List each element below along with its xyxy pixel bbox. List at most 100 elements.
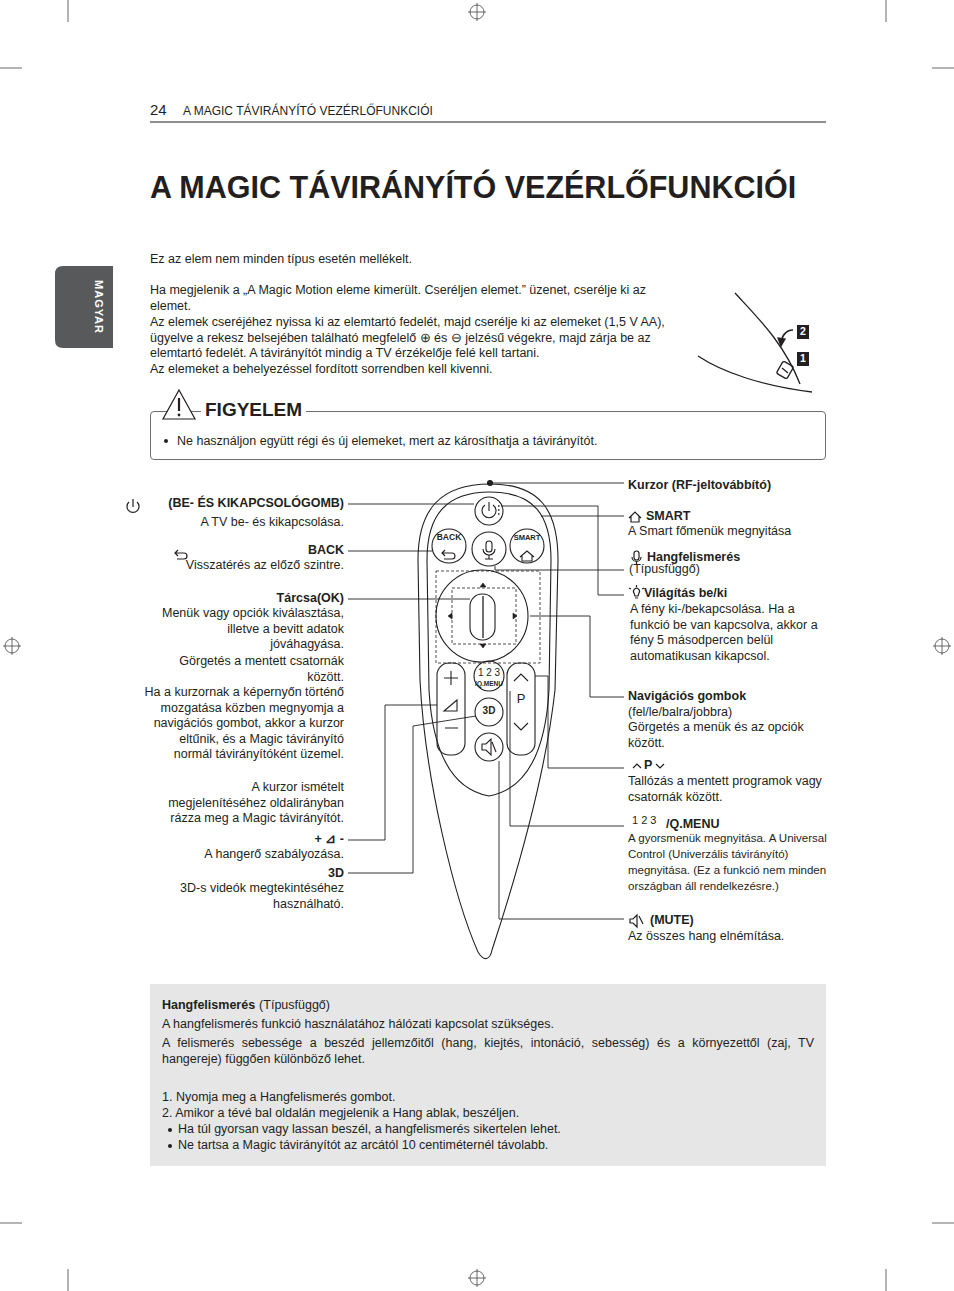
leader-lines	[348, 551, 432, 552]
callout-number: 1	[800, 352, 806, 365]
running-header: A MAGIC TÁVIRÁNYÍTÓ VEZÉRLŐFUNKCIÓI	[183, 104, 433, 119]
button-description: 3D-s videók megtekintéséhez használható.	[144, 881, 344, 912]
intro-text: Az elemek cseréjéhez nyissa ki az elemta…	[150, 315, 685, 362]
callout-icons	[634, 551, 639, 560]
callout-icons	[127, 499, 664, 927]
remote-buttons	[470, 594, 495, 640]
header-rule	[150, 122, 826, 123]
remote-buttons	[432, 481, 544, 762]
remote-buttons	[482, 502, 496, 518]
battery-illustration	[797, 352, 809, 366]
battery-illustration	[698, 356, 812, 392]
warning-text: Ne használjon együtt régi és új elemeket…	[177, 434, 817, 450]
button-name: 1 2 3	[632, 814, 656, 828]
button-print: SMART	[514, 533, 541, 542]
leader-lines	[348, 716, 476, 873]
button-name: SMART	[646, 509, 690, 525]
button-description: (Típusfüggő)	[629, 562, 700, 578]
button-description: Görgetés a mentett csatornák között.	[154, 654, 344, 685]
button-description: A hangerő szabályozása.	[144, 847, 344, 863]
language-tab-label: MAGYAR	[91, 280, 105, 334]
leader-lines	[510, 691, 624, 826]
remote-buttons	[482, 596, 483, 638]
remote-buttons	[482, 739, 496, 755]
note-text: A hangfelismerés funkció használatához h…	[162, 1017, 812, 1033]
button-description: Az összes hang elnémítása.	[628, 929, 784, 945]
remote-outline	[418, 484, 558, 959]
leader-lines	[348, 599, 470, 600]
remote-outline	[427, 492, 551, 796]
remote-buttons	[475, 733, 503, 761]
bullet	[164, 439, 168, 443]
remote-buttons	[474, 661, 504, 691]
button-name: BACK	[244, 543, 344, 559]
battery-illustration	[782, 368, 788, 373]
battery-illustration	[735, 293, 800, 384]
remote-buttons	[498, 506, 500, 514]
button-name: (BE- ÉS KIKAPCSOLÓGOMB)	[129, 496, 344, 512]
button-name: + ⊿ -	[264, 832, 344, 848]
leader-lines	[348, 483, 624, 919]
battery-illustration	[778, 338, 785, 346]
remote-buttons	[514, 674, 528, 730]
note-step: 1. Nyomja meg a Hangfelismerés gombot.	[162, 1090, 395, 1106]
crop-marks	[468, 3, 486, 21]
button-name: (MUTE)	[650, 913, 694, 929]
callout-icons	[127, 499, 139, 512]
button-description: A gyorsmenük megnyitása. A Universal Con…	[628, 830, 828, 894]
remote-buttons	[520, 551, 534, 561]
warning-heading: FIGYELEM	[201, 399, 306, 422]
button-name: Kurzor (RF-jeltovábbító)	[628, 478, 771, 494]
crop-marks	[3, 637, 21, 655]
remote-buttons	[448, 583, 517, 648]
leader-lines	[541, 516, 624, 517]
bullet	[164, 439, 168, 443]
callout-icons	[630, 915, 643, 927]
callout-number: 2	[800, 325, 806, 338]
warning-triangle	[161, 388, 197, 422]
page-number: 24	[150, 101, 167, 120]
button-description: A fény ki-/bekapcsolása. Ha a funkció be…	[630, 602, 820, 664]
button-description: Menük vagy opciók kiválasztása, illetve …	[154, 606, 344, 653]
warning-box: FIGYELEMNe használjon együtt régi és új …	[150, 411, 826, 460]
remote-buttons	[488, 481, 493, 486]
header-rule	[150, 122, 826, 123]
button-description: (fel/le/balra/jobbra)	[628, 705, 732, 721]
remote-buttons	[510, 529, 544, 563]
button-print: BACK	[437, 532, 462, 543]
note-bullet-text: Ha túl gyorsan vagy lassan beszél, a han…	[178, 1122, 808, 1138]
remote-buttons	[432, 529, 466, 563]
leader-lines	[530, 616, 624, 697]
button-print: /Q.MENU	[475, 680, 503, 688]
button-description: A kurzor ismételt megjelenítéséhez oldal…	[154, 780, 344, 827]
leader-lines	[501, 506, 624, 595]
note-heading: Hangfelismerés	[162, 998, 255, 1014]
crop-marks	[468, 1269, 486, 1287]
button-description: Visszatérés az előző szintre.	[129, 558, 344, 574]
button-name: /Q.MENU	[666, 817, 719, 833]
button-name: P	[644, 758, 652, 774]
remote-buttons	[436, 570, 528, 662]
intro-text: Ha megjelenik a „A Magic Motion eleme ki…	[150, 283, 680, 314]
remote-buttons	[486, 541, 492, 552]
intro-text: Az elemeket a behelyezéssel fordított so…	[150, 362, 690, 378]
leader-lines	[499, 761, 624, 919]
button-name: Tárcsa(OK)	[224, 591, 344, 607]
button-print: P	[517, 691, 526, 707]
remote-buttons	[442, 550, 455, 559]
note-step: 2. Amikor a tévé bal oldalán megjelenik …	[162, 1106, 519, 1122]
remote-buttons	[475, 497, 503, 525]
callout-icons	[629, 585, 644, 598]
language-tab	[55, 266, 113, 348]
leader-lines	[535, 676, 624, 768]
button-name: Navigációs gombok	[628, 689, 746, 705]
bullet-marks	[160, 984, 180, 1184]
battery-illustration	[776, 361, 793, 379]
intro-text: Ez az elem nem minden típus esetén mellé…	[150, 252, 710, 268]
crop-marks	[933, 637, 951, 655]
button-name: 3D	[284, 866, 344, 882]
voice-note-box: Hangfelismerés(Típusfüggő)A hangfelismer…	[150, 984, 826, 1166]
